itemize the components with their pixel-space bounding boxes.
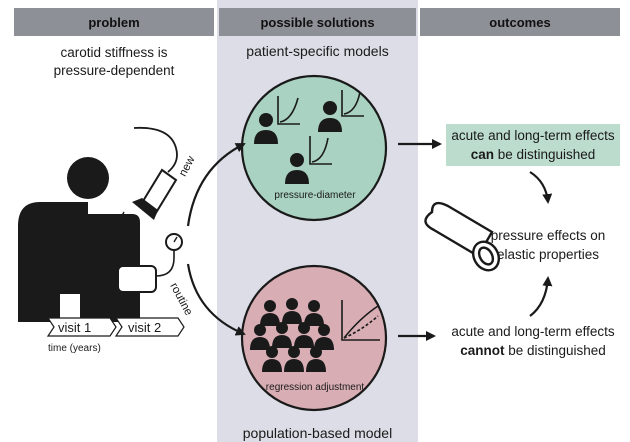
regression-chart [341, 300, 380, 341]
crowd-icon [250, 298, 334, 372]
outcome-cannot-line-2: cannot be distinguished [438, 341, 628, 360]
outcome-can-line-1: acute and long-term effects [451, 128, 615, 143]
blood-pressure-cuff [117, 265, 157, 293]
outcome-cannot-line-1: acute and long-term effects [451, 324, 615, 339]
person-silhouette [18, 157, 140, 322]
pressure-diameter-label: pressure-diameter [274, 190, 356, 201]
patient-person-3 [285, 153, 309, 184]
pd-curve-1 [277, 96, 300, 125]
pd-curve-2 [341, 90, 364, 117]
patient-person-2 [318, 101, 342, 132]
routine-arrow [186, 263, 246, 336]
pressure-line-2: elastic properties [496, 247, 600, 262]
outcome-can-box: acute and long-term effects can be disti… [446, 124, 620, 166]
population-based-title: population-based model [242, 425, 393, 441]
regression-adjustment-label: regression adjustment [265, 382, 365, 393]
patient-specific-title: patient-specific models [246, 43, 389, 59]
possible-solutions-header: possible solutions [219, 8, 416, 36]
visit-1-label: visit 1 [58, 319, 92, 335]
visit-2-label: visit 2 [128, 319, 162, 335]
visit-2-chevron [114, 317, 185, 337]
outcome-cannot-box: acute and long-term effects cannot be di… [438, 322, 628, 360]
cannot-emphasis: cannot [460, 343, 505, 358]
patient-person-1 [254, 113, 278, 144]
artery-tube-icon [424, 201, 501, 272]
can-rest-text: be distinguished [493, 147, 596, 162]
new-arrow [186, 143, 246, 227]
visit-1-chevron [46, 317, 117, 337]
time-axis-label: time (years) [48, 343, 101, 354]
outcomes-header: outcomes [420, 8, 620, 36]
problem-header: problem [14, 8, 214, 36]
cannot-rest-text: be distinguished [504, 343, 606, 358]
cannot-to-pressure-arrow [529, 276, 553, 317]
outcome-can-line-2: can be distinguished [446, 145, 620, 164]
population-circle [240, 264, 388, 412]
manometer-icon [155, 233, 183, 277]
pressure-line-1: pressure effects on [490, 228, 606, 243]
problem-line-2: pressure-dependent [53, 63, 175, 78]
can-emphasis: can [470, 147, 494, 162]
pd-curve-3 [309, 136, 332, 165]
ultrasound-probe-icon [120, 126, 178, 233]
outcome-pressure-effects: pressure effects on elastic properties [468, 226, 628, 264]
problem-line-1: carotid stiffness is [60, 45, 168, 60]
problem-statement: carotid stiffness is pressure-dependent [14, 44, 214, 80]
can-to-pressure-arrow [529, 171, 553, 204]
